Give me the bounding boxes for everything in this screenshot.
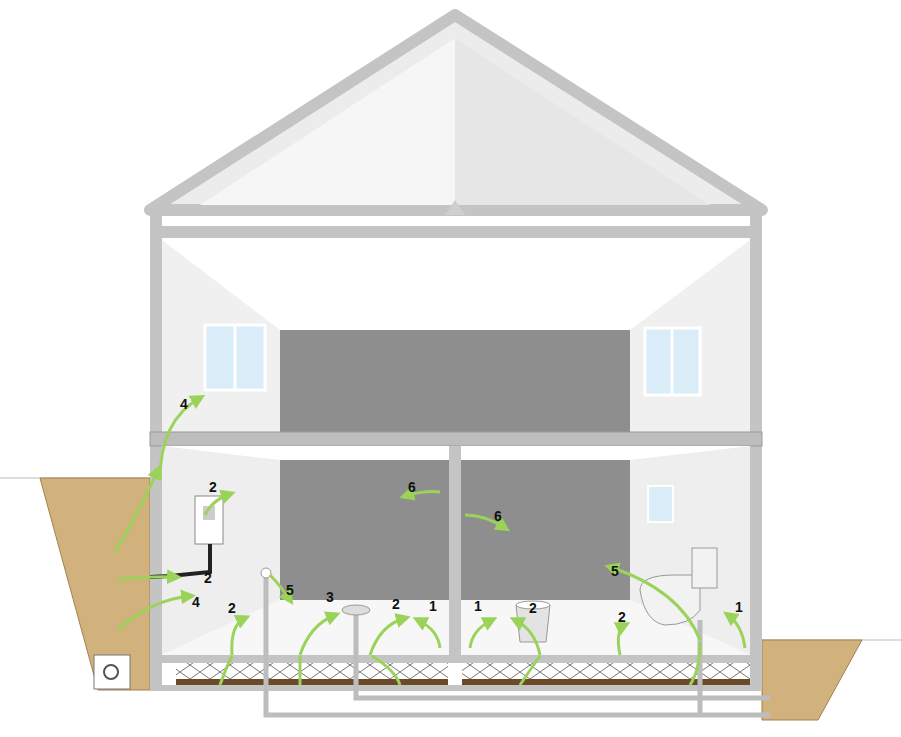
callout-number: 1 [735,600,743,614]
callout-number: 2 [204,571,212,585]
callout-number: 6 [408,480,416,494]
callout-number: 4 [180,397,188,411]
walls [150,210,762,691]
callout-number: 2 [529,601,537,615]
radon-arrows [115,398,745,685]
roof [150,15,762,215]
callout-number: 2 [618,610,626,624]
callout-number: 2 [228,601,236,615]
callout-number: 5 [611,564,619,578]
fixtures [150,496,770,715]
callout-number: 6 [494,509,502,523]
callout-number: 2 [392,597,400,611]
callout-number: 1 [429,599,437,613]
callout-number: 4 [192,595,200,609]
callout-number: 2 [209,480,217,494]
callout-number: 1 [474,599,482,613]
callout-number: 5 [286,583,294,597]
callout-number: 3 [326,590,334,604]
